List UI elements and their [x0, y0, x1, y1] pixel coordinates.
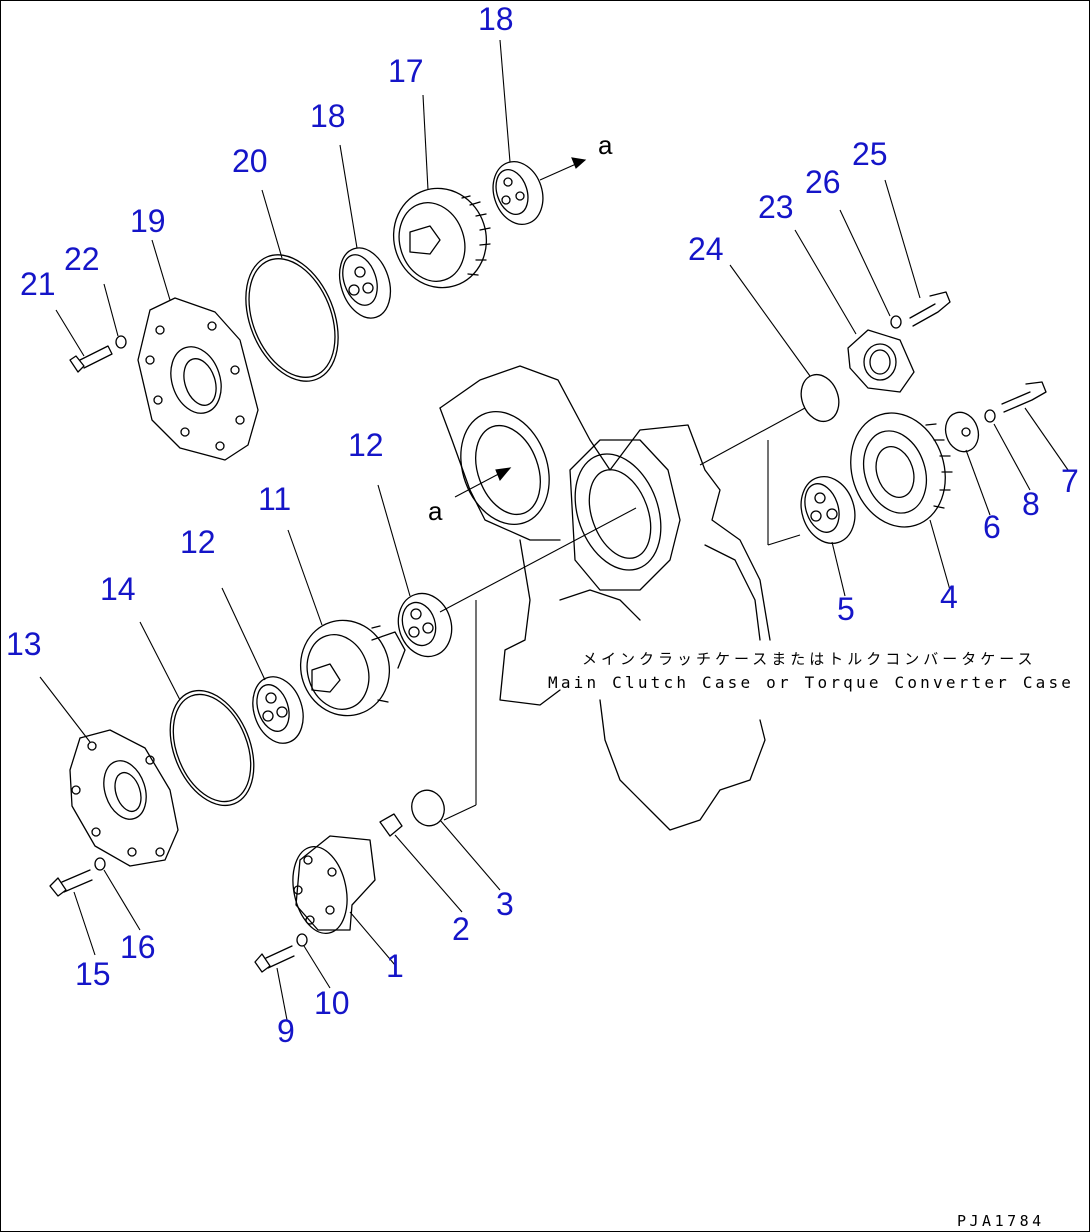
spacer-part-6 [944, 411, 980, 453]
main-clutch-case-drawing [439, 365, 771, 831]
washer-part-10 [296, 933, 308, 947]
leader-lines [39, 39, 1069, 1021]
o-ring-part-20 [245, 254, 339, 382]
callout-2: 2 [452, 911, 470, 947]
callout-17: 17 [388, 53, 424, 89]
gear-part-4 [850, 412, 953, 528]
callout-18-mid: 18 [310, 98, 346, 134]
bearing-part-5 [800, 476, 856, 544]
callout-16: 16 [120, 929, 156, 965]
callout-9: 9 [277, 1013, 295, 1049]
o-ring-part-14 [169, 689, 255, 807]
o-ring-part-24 [800, 373, 840, 423]
cover-part-19 [137, 297, 259, 461]
callout-14: 14 [100, 571, 136, 607]
gear-part-17 [392, 187, 491, 289]
callout-10: 10 [314, 985, 350, 1021]
callout-3: 3 [496, 886, 514, 922]
bearing-part-18-lower [338, 247, 392, 319]
callout-7: 7 [1061, 463, 1079, 499]
callout-15: 15 [75, 956, 111, 992]
washer-part-16 [94, 857, 106, 871]
drawing-number: PJA1784 [957, 1212, 1045, 1230]
washer-part-8 [984, 409, 996, 423]
callout-21: 21 [20, 266, 56, 302]
cover-part-13 [69, 729, 179, 867]
callout-5: 5 [837, 591, 855, 627]
callout-11: 11 [258, 481, 291, 517]
callout-8: 8 [1022, 486, 1040, 522]
flange-part-23 [847, 329, 915, 393]
callout-22: 22 [64, 241, 100, 277]
callout-19: 19 [130, 203, 166, 239]
bolt-part-25 [909, 291, 951, 327]
callout-numbers: 1 2 3 4 5 6 7 8 9 10 11 12 12 13 14 15 1… [6, 1, 1079, 1049]
bolt-part-7 [1001, 381, 1047, 413]
callout-18-top: 18 [478, 1, 514, 37]
gear-part-11 [299, 619, 406, 717]
callout-20: 20 [232, 143, 268, 179]
case-label-english: Main Clutch Case or Torque Converter Cas… [548, 673, 1074, 692]
callout-1: 1 [386, 948, 404, 984]
bolt-part-9 [254, 945, 295, 973]
bearing-part-18-upper [492, 161, 544, 225]
callout-4: 4 [940, 579, 958, 615]
bolt-part-15 [49, 869, 93, 897]
callout-23: 23 [758, 189, 794, 225]
washer-part-22 [115, 335, 127, 349]
plug-part-2 [379, 813, 403, 837]
view-marker-case: a [428, 496, 443, 526]
callout-25: 25 [852, 136, 888, 172]
callout-6: 6 [983, 509, 1001, 545]
callout-26: 26 [805, 164, 841, 200]
o-ring-part-3 [411, 789, 445, 827]
view-marker-top: a [598, 130, 613, 160]
callout-24: 24 [688, 231, 724, 267]
bearing-part-12-lower [252, 676, 304, 744]
bearing-part-12-upper [397, 592, 453, 658]
pump-part-1 [292, 835, 376, 935]
callout-13: 13 [6, 626, 42, 662]
bolt-part-21 [69, 345, 113, 373]
callout-12-lower: 12 [180, 524, 216, 560]
washer-part-26 [890, 315, 902, 329]
case-label-japanese: メインクラッチケースまたはトルクコンバータケース [582, 650, 1037, 668]
callout-12-upper: 12 [348, 427, 384, 463]
